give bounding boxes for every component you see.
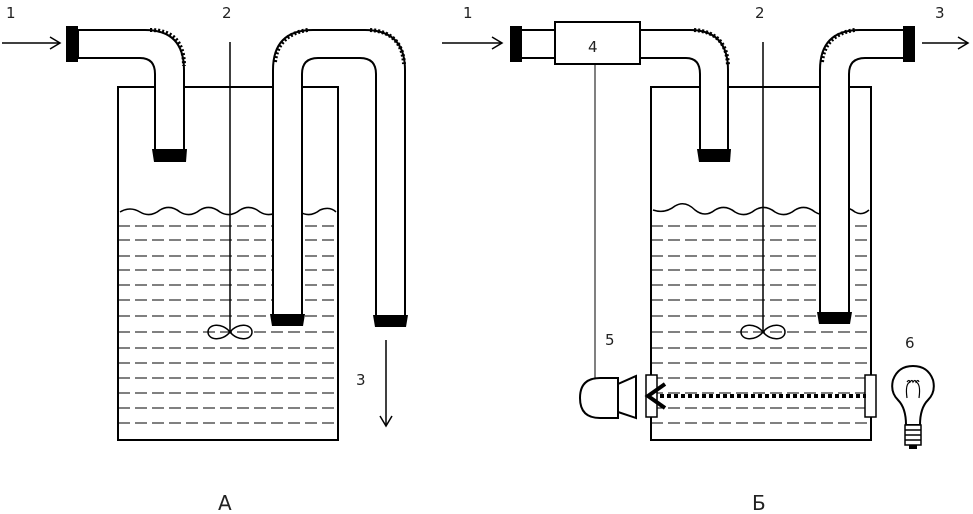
label-inlet-b: 1 xyxy=(463,4,473,22)
inlet-pipe-a xyxy=(66,26,187,162)
caption-a: А xyxy=(218,491,232,514)
outlet-pipe-b xyxy=(817,26,915,324)
beam-arrowhead xyxy=(644,382,667,410)
outlet-tip-outer-a xyxy=(373,315,408,327)
panel-b: 1 4 2 3 5 6 Б xyxy=(442,4,970,514)
tank-b xyxy=(650,86,872,441)
window-right xyxy=(864,374,877,418)
outlet-pipe-a xyxy=(270,28,408,327)
inlet-arrow-b xyxy=(442,36,504,50)
panel-a: 1 2 3 А xyxy=(2,4,408,514)
outlet-tip-inner-a xyxy=(270,314,305,326)
inlet-outlet-tip-a xyxy=(152,149,187,162)
stirrer-b xyxy=(740,42,786,340)
inlet-pipe-b xyxy=(510,21,731,162)
tank-a xyxy=(117,86,339,441)
inlet-arrow-a xyxy=(2,36,62,50)
inlet-flange-a xyxy=(66,26,78,62)
label-stirrer-a: 2 xyxy=(222,4,232,22)
caption-b: Б xyxy=(752,491,766,514)
outlet-arrow-a xyxy=(379,340,393,428)
stirrer-a xyxy=(207,42,253,340)
outlet-flange-b xyxy=(903,26,915,62)
label-stirrer-b: 2 xyxy=(755,4,765,22)
liquid-surface-a xyxy=(119,206,337,216)
label-meter-b: 4 xyxy=(588,38,598,56)
photodetector xyxy=(578,374,637,420)
label-outlet-b: 3 xyxy=(935,4,945,22)
inlet-flange-b xyxy=(510,26,522,62)
label-outlet-a: 3 xyxy=(356,371,366,389)
outlet-tip-b xyxy=(817,312,852,324)
meter-box xyxy=(554,21,641,65)
inlet-outlet-tip-b xyxy=(697,149,731,162)
label-lamp-b: 6 xyxy=(905,334,915,352)
liquid-b xyxy=(651,225,871,424)
lamp-icon xyxy=(891,364,935,449)
label-inlet-a: 1 xyxy=(6,4,16,22)
outlet-arrow-b xyxy=(922,36,970,50)
liquid-a xyxy=(118,225,338,424)
label-detector-b: 5 xyxy=(605,331,615,349)
